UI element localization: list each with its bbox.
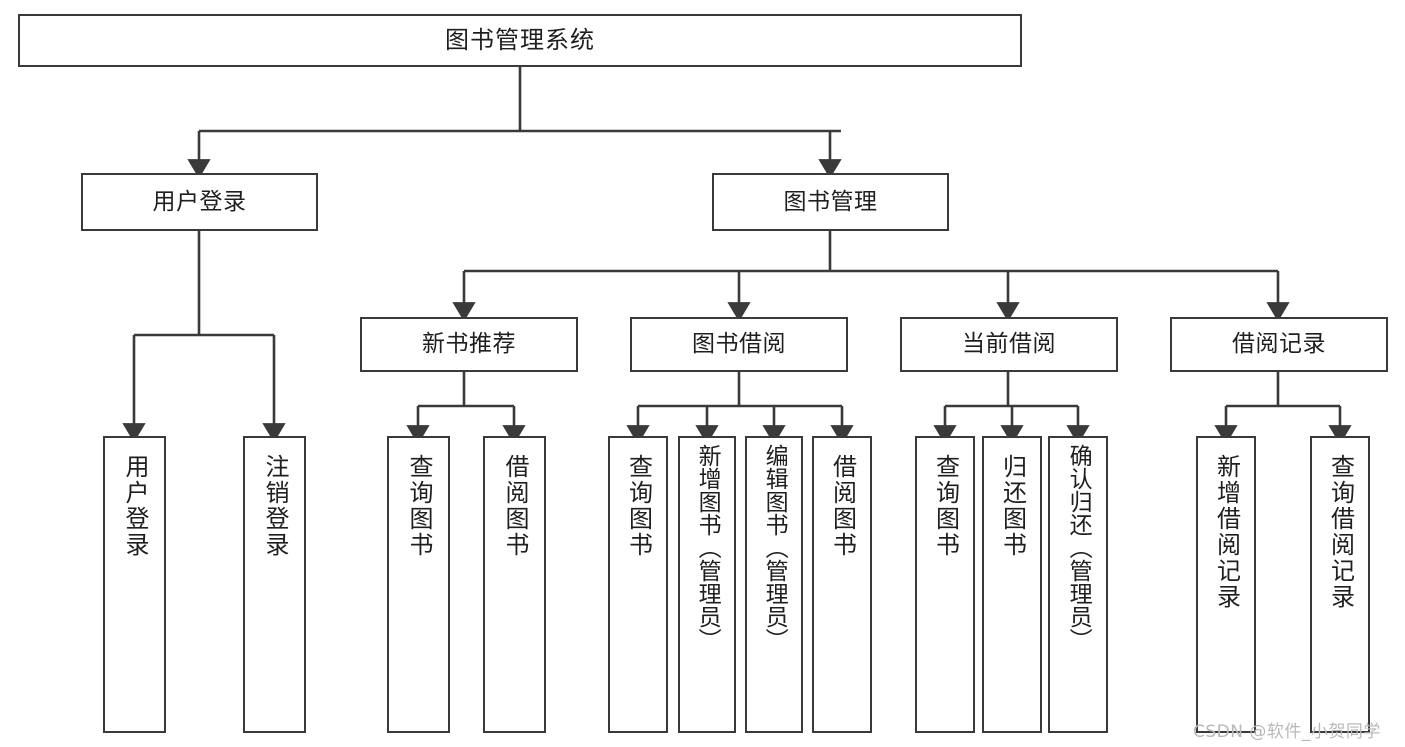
- node-leaf-borrow-book-1-label: 借阅图书: [500, 454, 529, 558]
- node-leaf-query-book-2-label: 查询图书: [624, 454, 653, 558]
- node-new-book-rec[interactable]: 新书推荐: [360, 317, 578, 372]
- node-leaf-confirm-return[interactable]: 确认归还（管理员）: [1048, 436, 1108, 733]
- node-user-login-label: 用户登录: [152, 188, 247, 215]
- node-leaf-add-record[interactable]: 新增借阅记录: [1196, 436, 1256, 733]
- node-leaf-borrow-book-1[interactable]: 借阅图书: [483, 436, 546, 733]
- node-root[interactable]: 图书管理系统: [18, 14, 1022, 67]
- node-new-book-rec-label: 新书推荐: [422, 331, 516, 358]
- node-current-borrow-label: 当前借阅: [962, 331, 1056, 358]
- node-current-borrow[interactable]: 当前借阅: [900, 317, 1118, 372]
- node-leaf-borrow-book-2[interactable]: 借阅图书: [812, 436, 872, 733]
- node-leaf-logout-label: 注销登录: [260, 454, 289, 558]
- csdn-watermark: CSDN @软件_小贺同学: [1193, 722, 1381, 742]
- node-leaf-edit-book-label: 编辑图书（管理员）: [761, 444, 788, 651]
- node-leaf-add-record-label: 新增借阅记录: [1212, 454, 1241, 610]
- node-book-manage-label: 图书管理: [783, 188, 878, 215]
- node-book-borrow[interactable]: 图书借阅: [630, 317, 848, 372]
- node-leaf-confirm-return-label: 确认归还（管理员）: [1065, 444, 1092, 651]
- node-borrow-record[interactable]: 借阅记录: [1170, 317, 1388, 372]
- node-leaf-query-book-1[interactable]: 查询图书: [387, 436, 450, 733]
- node-leaf-user-login-label: 用户登录: [120, 454, 149, 558]
- node-leaf-borrow-book-2-label: 借阅图书: [828, 454, 857, 558]
- node-leaf-query-book-1-label: 查询图书: [404, 454, 433, 558]
- node-root-label: 图书管理系统: [445, 25, 595, 54]
- node-leaf-query-book-2[interactable]: 查询图书: [608, 436, 668, 733]
- node-leaf-user-login[interactable]: 用户登录: [103, 436, 166, 733]
- node-leaf-return-book[interactable]: 归还图书: [982, 436, 1042, 733]
- node-leaf-edit-book[interactable]: 编辑图书（管理员）: [745, 436, 803, 733]
- node-leaf-query-record[interactable]: 查询借阅记录: [1310, 436, 1370, 733]
- node-leaf-add-book-label: 新增图书（管理员）: [694, 444, 721, 651]
- node-leaf-query-book-3[interactable]: 查询图书: [915, 436, 975, 733]
- node-borrow-record-label: 借阅记录: [1232, 331, 1326, 358]
- node-leaf-logout[interactable]: 注销登录: [243, 436, 306, 733]
- node-leaf-query-book-3-label: 查询图书: [931, 454, 960, 558]
- node-user-login[interactable]: 用户登录: [81, 173, 318, 231]
- node-book-borrow-label: 图书借阅: [692, 331, 786, 358]
- node-leaf-add-book[interactable]: 新增图书（管理员）: [678, 436, 736, 733]
- node-leaf-return-book-label: 归还图书: [998, 454, 1027, 558]
- node-leaf-query-record-label: 查询借阅记录: [1326, 454, 1355, 610]
- node-book-manage[interactable]: 图书管理: [712, 173, 949, 231]
